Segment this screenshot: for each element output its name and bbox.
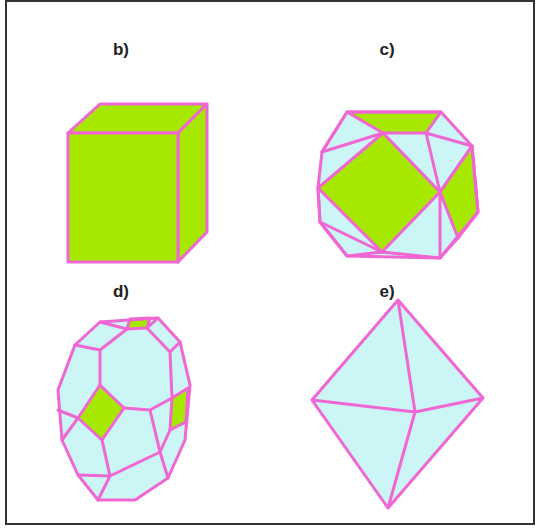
figure-label: e) [379,282,394,302]
cuboctahedron [318,112,478,258]
truncated-octahedron [58,318,190,500]
figure-label: d) [113,282,129,302]
frame [6,1,534,524]
figure-label: b) [113,40,129,60]
octahedron [312,300,483,508]
cube [68,104,207,262]
figure-label: c) [379,40,394,60]
